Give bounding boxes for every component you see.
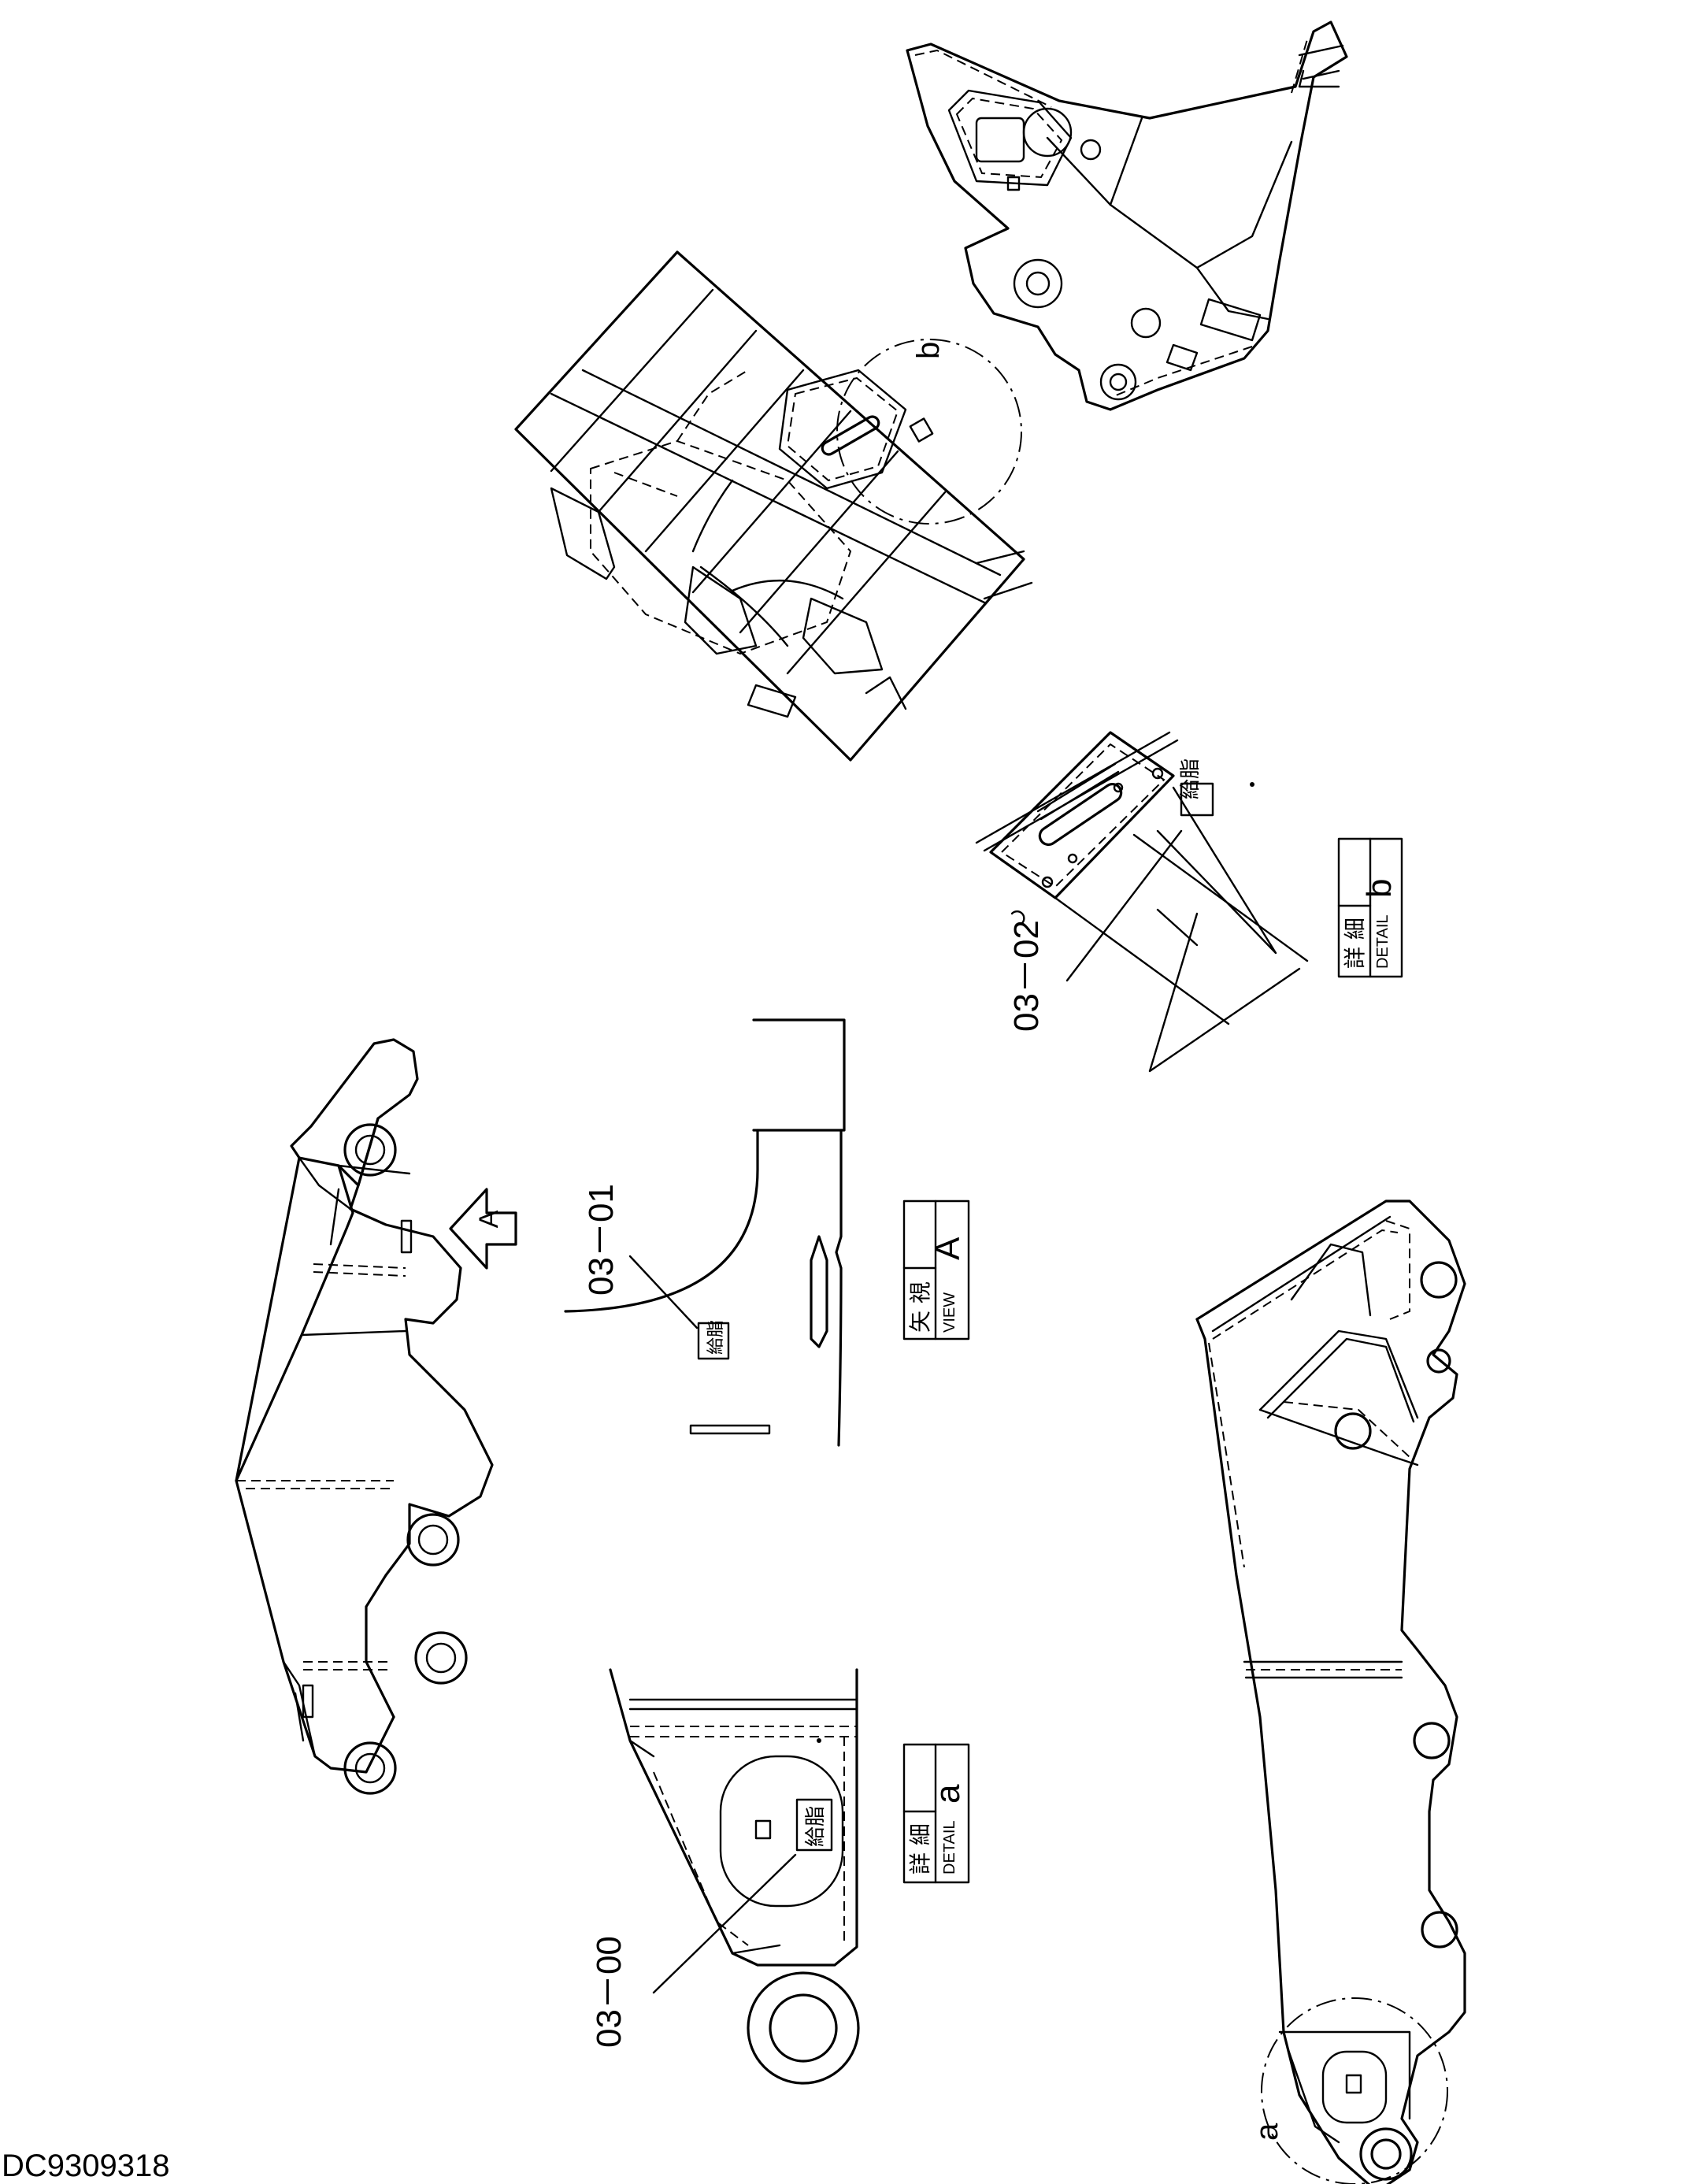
detail-a-drawing [609,1668,860,2085]
detail-a-letter: a [928,1784,967,1804]
callout-03-00-label: 03－00 [590,1936,628,2048]
view-arrow-letter: A [474,1210,504,1228]
view-a-arrow: A [449,1188,517,1270]
detail-b-label: 詳 細 DETAIL b [1337,837,1403,978]
callout-03-01-label: 03－01 [582,1184,621,1296]
detail-a-kanji: 詳 細 [907,1823,933,1874]
view-a-drawing [564,1018,846,1447]
arm-upper-drawing [514,250,1033,762]
arm-lower-drawing [1195,1200,1466,2184]
boom-side-view [235,1038,494,1795]
drawing-id: DC9309318 [2,2149,170,2183]
bucket-drawing [906,20,1348,411]
decal-text-a-view: 給脂 [706,1320,726,1355]
view-a-letter: A [928,1237,967,1260]
detail-b-letter: b [1360,879,1399,898]
decal-text-b: 給脂 [1179,758,1203,799]
view-a-label: 矢 視 VIEW A [902,1200,970,1340]
callout-03-02: 03－02 [1007,829,1183,1032]
callout-03-02-label: 03－02 [1007,920,1046,1032]
decal-text-a: 給脂 [804,1806,828,1847]
detail-b-caption: DETAIL [1374,914,1392,969]
view-a-kanji: 矢 視 [907,1281,933,1333]
detail-b-kanji: 詳 細 [1342,918,1368,969]
detail-a-label: 詳 細 DETAIL a [902,1743,970,1884]
view-a-caption: VIEW [941,1292,958,1333]
circle-label-a: a [1250,2123,1284,2141]
circle-label-b: b [911,342,946,359]
detail-a-caption: DETAIL [941,1820,958,1874]
